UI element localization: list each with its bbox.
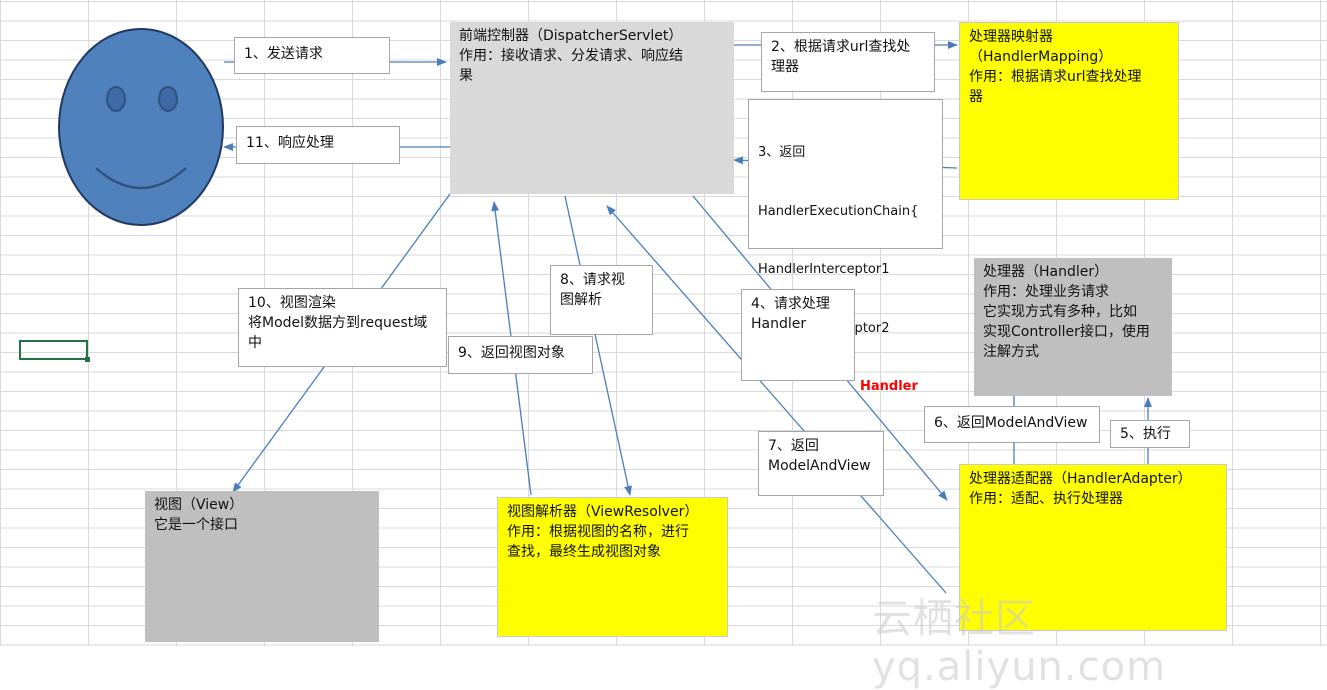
watermark: 云栖社区 yq.aliyun.com [872, 596, 1167, 690]
label-return-mav-7: 7、返回 ModelAndView [758, 431, 884, 496]
label-return-chain: 3、返回 HandlerExecutionChain{ HandlerInter… [748, 99, 943, 453]
smile-mouth [95, 167, 187, 190]
label-find-handler: 2、根据请求url查找处 理器 [761, 32, 935, 92]
label-return-mav-6: 6、返回ModelAndView [924, 406, 1100, 443]
view-box: 视图（View） 它是一个接口 [145, 491, 379, 642]
label-respond: 11、响应处理 [236, 126, 400, 164]
handler-box: 处理器（Handler） 作用：处理业务请求 它实现方式有多种，比如 实现Con… [974, 258, 1172, 396]
return-chain-handler: Handler [860, 379, 918, 394]
handler-mapping-box: 处理器映射器 （HandlerMapping） 作用：根据请求url查找处理 器 [959, 22, 1179, 200]
return-chain-title: 3、返回 [758, 145, 806, 160]
arrow-view-resolve [564, 195, 632, 496]
dispatcher-servlet-box: 前端控制器（DispatcherServlet） 作用：接收请求、分发请求、响应… [450, 22, 734, 194]
label-execute: 5、执行 [1110, 420, 1190, 448]
left-eye [106, 86, 126, 112]
handler-adapter-box: 处理器适配器（HandlerAdapter） 作用：适配、执行处理器 [959, 464, 1227, 631]
user-smiley-icon [58, 28, 224, 226]
return-chain-line-1: HandlerExecutionChain{ [758, 203, 919, 219]
label-return-view: 9、返回视图对象 [448, 336, 593, 374]
right-eye [158, 86, 178, 112]
view-resolver-box: 视图解析器（ViewResolver） 作用：根据视图的名称，进行 查找，最终生… [497, 497, 728, 637]
label-request-handler: 4、请求处理 Handler [741, 289, 855, 381]
label-render-view: 10、视图渲染 将Model数据方到request域 中 [238, 288, 447, 367]
selected-cell[interactable] [19, 340, 90, 362]
arrow-return-mav-7 [606, 205, 947, 594]
return-chain-line-2: HandlerInterceptor1 [758, 262, 890, 277]
label-view-resolve: 8、请求视 图解析 [550, 265, 653, 335]
label-send-request: 1、发送请求 [234, 37, 390, 74]
